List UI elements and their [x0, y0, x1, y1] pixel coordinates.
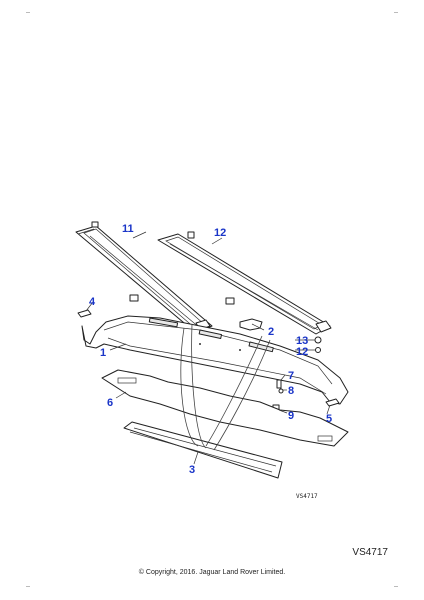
leader-2	[251, 323, 265, 331]
part-1-parcel-shelf	[81, 315, 349, 405]
leader-11	[211, 237, 223, 245]
part-2-bracket	[239, 318, 263, 331]
callout-1: 1	[100, 347, 106, 359]
part-7-screw	[276, 379, 282, 389]
part-4-clip	[77, 309, 92, 318]
leader-6	[115, 391, 127, 399]
callout-9: 9	[288, 410, 294, 422]
corner-tick-top-left	[26, 12, 30, 13]
leader-band-c	[205, 335, 263, 447]
callout-3: 3	[189, 464, 195, 476]
part-12-nut	[315, 347, 321, 353]
callout-12: 12	[296, 346, 308, 358]
leader-5	[326, 404, 331, 415]
part-8-screw	[278, 388, 284, 394]
leader-3	[193, 451, 199, 465]
leader-1	[109, 343, 127, 351]
callout-2: 2	[268, 326, 274, 338]
corner-tick-top-right	[394, 12, 398, 13]
leader-10	[132, 231, 147, 239]
callout-6: 6	[107, 397, 113, 409]
illustration-id: VS4717	[352, 547, 388, 558]
part-10-blind-left	[75, 221, 213, 334]
part-5-clip	[325, 398, 340, 407]
callout-7: 7	[288, 370, 294, 382]
leader-band-b	[191, 323, 207, 449]
copyright-notice: © Copyright, 2016. Jaguar Land Rover Lim…	[138, 569, 286, 576]
leader-7	[280, 374, 286, 381]
part-6-insulation-pad	[101, 369, 349, 447]
corner-tick-bottom-right	[394, 586, 398, 587]
part-11-blind-right	[157, 231, 332, 335]
callout-5: 5	[326, 413, 332, 425]
leader-band-d	[213, 339, 271, 451]
callout-13: 13	[296, 335, 308, 347]
callout-11: 12	[214, 227, 226, 239]
corner-tick-bottom-left	[26, 586, 30, 587]
leader-9	[278, 409, 288, 414]
part-3-vent-grille	[123, 421, 283, 479]
callout-4: 4	[89, 296, 96, 308]
drawing-reference: VS4717	[296, 493, 318, 500]
leader-4	[85, 301, 94, 312]
callout-8: 8	[288, 385, 294, 397]
part-13-washer	[314, 336, 322, 344]
callout-10: 11	[122, 223, 134, 235]
leader-band-a	[180, 327, 199, 447]
